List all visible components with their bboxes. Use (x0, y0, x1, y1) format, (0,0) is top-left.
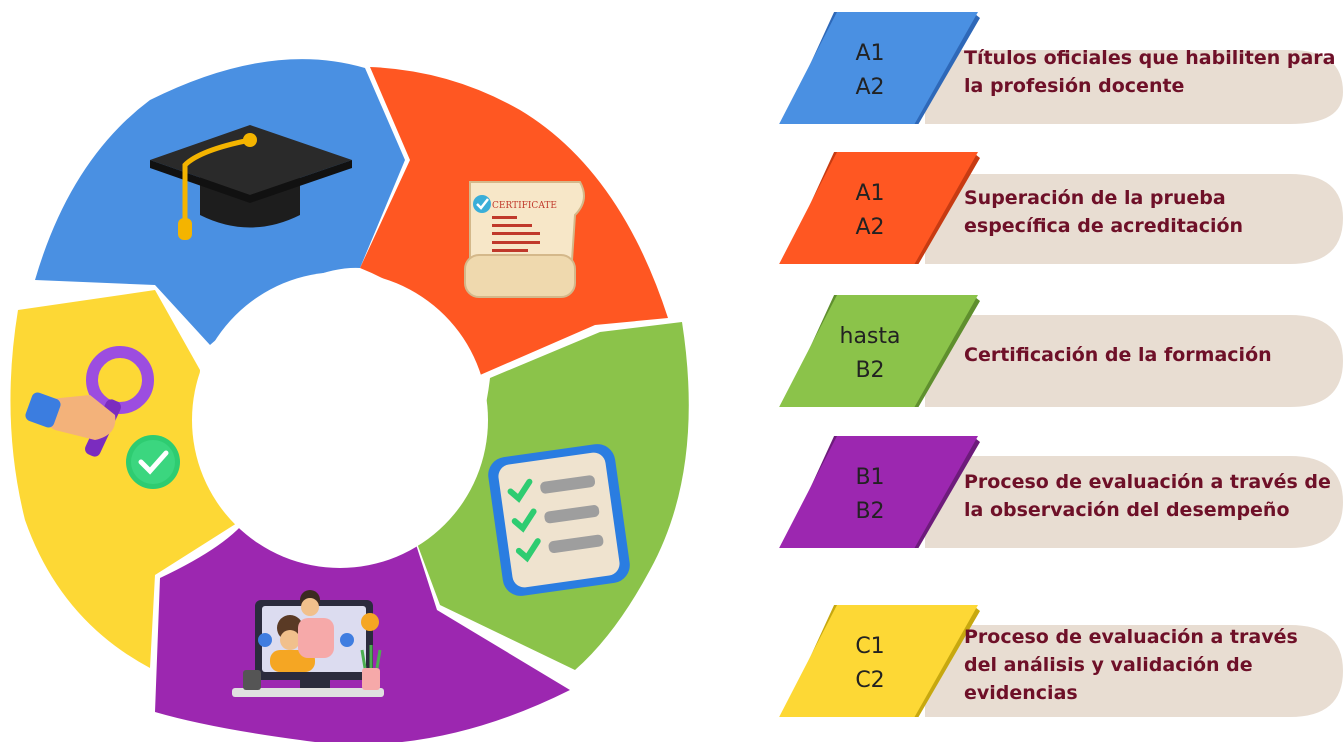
row-description: Proceso de evaluación a través del análi… (964, 626, 1298, 704)
level-end: C2 (855, 668, 885, 693)
level-badge: A1 A2 (810, 26, 930, 116)
level-start: hasta (839, 324, 901, 349)
row-shape (779, 436, 1343, 548)
row-description: Certificación de la formación (964, 344, 1272, 366)
row-description: Títulos oficiales que habiliten para la … (964, 47, 1336, 97)
certificate-scroll-icon: CERTIFICATE (464, 181, 585, 298)
legend-row-formacion: hasta B2 Certificación de la formación (775, 295, 1343, 407)
level-end: B2 (855, 358, 885, 383)
row-description: Proceso de evaluación a través de la obs… (964, 471, 1331, 521)
legend-row-prueba: A1 A2 Superación de la prueba específica… (775, 152, 1343, 264)
row-shape (779, 605, 1343, 717)
legend-row-evidencias: C1 C2 Proceso de evaluación a través del… (775, 605, 1343, 717)
legend-row-observacion: B1 B2 Proceso de evaluación a través de … (775, 436, 1343, 548)
level-end: A2 (855, 75, 885, 100)
legend-row-titulos: A1 A2 Títulos oficiales que habiliten pa… (775, 12, 1343, 124)
level-start: A1 (855, 181, 885, 206)
level-badge: C1 C2 (810, 619, 930, 709)
row-shape (779, 295, 1343, 407)
row-shape (779, 152, 1343, 264)
segment-evidencias (10, 290, 245, 668)
level-badge: B1 B2 (810, 450, 930, 540)
level-badge: hasta B2 (810, 309, 930, 399)
level-badge: A1 A2 (810, 166, 930, 256)
level-start: B1 (855, 465, 885, 490)
level-end: A2 (855, 215, 885, 240)
row-shape (779, 12, 1343, 124)
graduation-cap-icon (150, 125, 352, 240)
certificate-label: CERTIFICATE (492, 201, 557, 211)
cycle-diagram: CERTIFICATE (10, 59, 689, 742)
online-class-icon (232, 590, 384, 697)
magnifier-check-icon (25, 346, 180, 489)
checklist-icon (488, 444, 630, 596)
cycle-center (192, 272, 488, 568)
level-start: A1 (855, 41, 885, 66)
row-description: Superación de la prueba específica de ac… (964, 187, 1244, 237)
level-end: B2 (855, 499, 885, 524)
level-start: C1 (855, 634, 885, 659)
